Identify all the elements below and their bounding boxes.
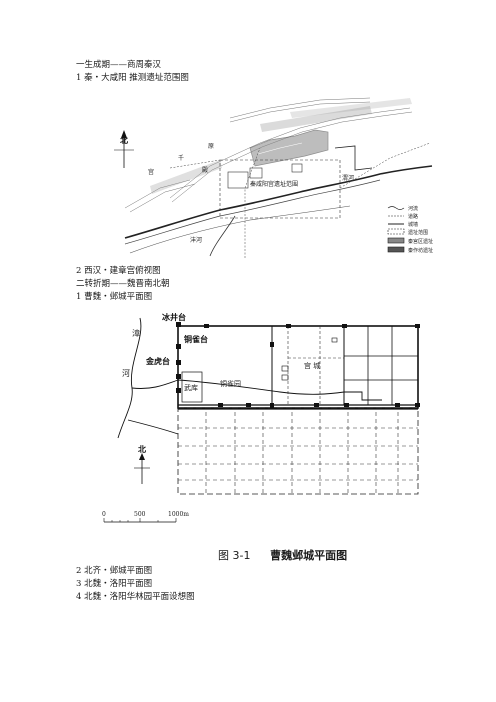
palace-building: [281, 365, 289, 372]
legend-site-range: 遗址范围: [408, 229, 428, 236]
wuku-outline: [181, 371, 203, 403]
roads: [169, 142, 431, 258]
map1-label-feng: 沣河: [190, 236, 202, 244]
south-grid: [178, 412, 418, 494]
label-tongqueyuan: 铜雀园: [220, 379, 241, 388]
item-qin-xianyang: 1 秦・大咸阳 推测遗址范围图: [76, 73, 189, 83]
item-hualinyuan: 4 北魏・洛阳华林园平面设想图: [76, 592, 195, 602]
palace-building: [331, 337, 338, 343]
legend-palace: 秦宫区遗址: [408, 238, 433, 245]
legend-workshop: 秦作坊遗址: [408, 247, 433, 254]
map1-label-wei: 渭河: [342, 174, 354, 182]
figure-number: 图 3-1: [218, 549, 251, 562]
terraces: [176, 322, 181, 393]
heading-period-1: 一生成期——商周秦汉: [76, 60, 162, 70]
map2-north-arrow: [134, 453, 150, 484]
scale-label-500: 500: [134, 511, 146, 518]
label-wuku: 武库: [184, 383, 198, 392]
river-branch: [127, 419, 179, 435]
legend-road: 道路: [408, 213, 418, 220]
label-bingjingtai: 冰井台: [162, 312, 186, 322]
river-branch: [129, 205, 351, 254]
gates: [204, 324, 420, 408]
label-gongcheng: 宫 城: [304, 361, 320, 370]
site-range-outline: [219, 159, 341, 219]
palace-site: [249, 129, 329, 167]
map2-north-label: 北: [138, 444, 146, 454]
label-jinhutai: 金虎台: [145, 356, 170, 366]
legend-river: 河流: [408, 205, 418, 212]
canal: [131, 379, 179, 389]
map1-legend: 河流 道路 城墙 遗址范围 秦宫区遗址 秦作坊遗址: [387, 205, 433, 254]
item-ye-bei-qi: 2 北齐・邺城平面图: [76, 566, 153, 576]
scale-bar: [103, 518, 177, 523]
ye-city-plan: 冰井台 铜雀台 金虎台 漳 河 武库 铜雀园 宫 城 北 0 500 1000m: [100, 308, 430, 533]
map1-label-dian: 殿: [202, 167, 208, 174]
zhang-river: [117, 317, 142, 439]
map1-north-label: 北: [120, 135, 128, 145]
heading-period-2: 二转折期——魏晋南北朝: [76, 279, 170, 289]
terrain-hatching: [124, 97, 413, 213]
canal-in-city: [177, 379, 382, 401]
palace-building: [281, 374, 289, 381]
map1-label-gong: 宫: [148, 168, 154, 176]
map1-label-qian: 千: [178, 154, 184, 162]
figure-caption: 图 3-1 曹魏邺城平面图: [218, 547, 347, 563]
south-city-outline: [177, 407, 419, 495]
site-block: [249, 167, 263, 179]
legend-wall: 城墙: [408, 221, 418, 228]
city-wall: [334, 145, 373, 171]
site-block: [291, 163, 303, 173]
scale-label-1000: 1000m: [168, 511, 189, 518]
figure-title: 曹魏邺城平面图: [270, 549, 348, 562]
north-arrow: [114, 130, 134, 168]
label-he: 河: [122, 368, 130, 378]
wei-river: [124, 165, 433, 239]
label-tongquetai: 铜雀台: [184, 334, 208, 344]
label-zhang: 漳: [132, 328, 140, 338]
item-luoyang: 3 北魏・洛阳平面图: [76, 579, 153, 589]
map1-label-site: 秦咸阳宫遗址范围: [250, 180, 298, 188]
item-jianzhang: 2 西汉・建章宫俯视图: [76, 266, 161, 276]
feng-river: [209, 215, 236, 257]
item-ye-cao-wei: 1 曹魏・邺城平面图: [76, 292, 153, 302]
ridge-texture: [150, 98, 412, 194]
scale-label-0: 0: [102, 511, 106, 518]
qin-xianyang-map: 北 千 原 宫 殿 秦咸阳宫遗址范围 渭河 沣河 河流 道路 城墙 遗址范围 秦…: [110, 88, 435, 258]
wei-river-bank: [124, 179, 381, 245]
map1-label-yuan: 原: [208, 143, 214, 150]
